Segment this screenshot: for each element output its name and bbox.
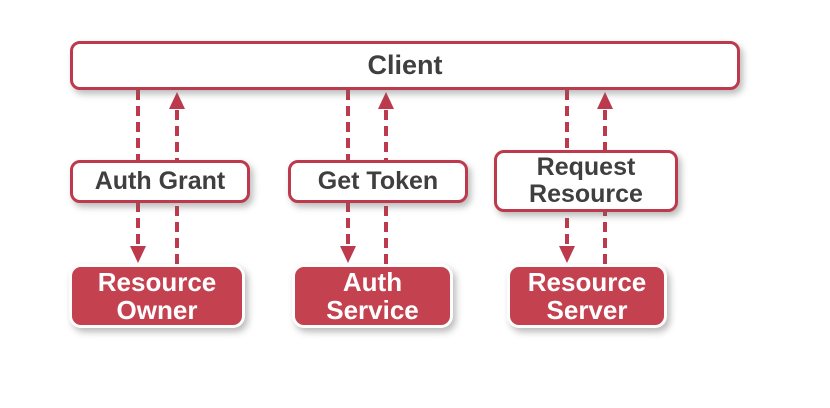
- arrow-resource-server-to-client: [597, 92, 613, 264]
- get-token-label: Get Token: [317, 167, 439, 195]
- client-node: Client: [70, 41, 740, 90]
- auth-service-node: Auth Service: [292, 264, 453, 328]
- client-label: Client: [367, 49, 443, 80]
- arrow-client-to-auth-service: [340, 90, 356, 263]
- flow-label-get-token: Get Token: [288, 160, 468, 203]
- auth-service-label: Auth Service: [326, 266, 419, 325]
- resource-server-node: Resource Server: [507, 264, 667, 328]
- arrow-resource-owner-to-client: [169, 92, 185, 264]
- arrow-client-to-resource-owner: [130, 90, 146, 263]
- flow-label-request-resource: Request Resource: [494, 150, 678, 212]
- arrow-auth-service-to-client: [378, 92, 394, 264]
- arrow-client-to-resource-server: [559, 90, 575, 263]
- auth-grant-label: Auth Grant: [94, 167, 226, 195]
- flow-label-auth-grant: Auth Grant: [70, 160, 250, 203]
- resource-owner-node: Resource Owner: [69, 264, 245, 328]
- resource-server-label: Resource Server: [527, 266, 647, 325]
- request-resource-label: Request Resource: [529, 153, 643, 208]
- resource-owner-label: Resource Owner: [97, 266, 217, 325]
